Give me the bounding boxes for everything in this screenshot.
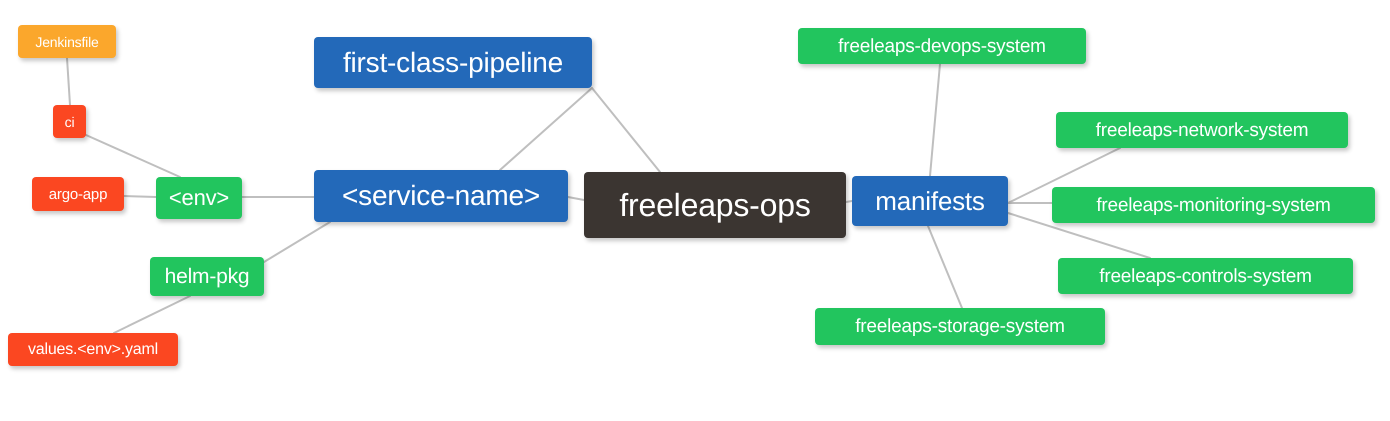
node-helm-pkg[interactable]: helm-pkg: [150, 257, 264, 296]
node-freeleaps-network-system[interactable]: freeleaps-network-system: [1056, 112, 1348, 148]
node-freeleaps-devops-system[interactable]: freeleaps-devops-system: [798, 28, 1086, 64]
edge-service-name-to-first-class-pipeline: [499, 87, 593, 171]
edge-manifests-to-freeleaps-devops-system: [929, 63, 941, 177]
node-argo-app[interactable]: argo-app: [32, 177, 124, 211]
node-freeleaps-monitoring-system[interactable]: freeleaps-monitoring-system: [1052, 187, 1375, 223]
edge-service-name-to-helm-pkg: [263, 221, 331, 263]
edge-helm-pkg-to-values-env-yaml: [113, 295, 191, 334]
edge-first-class-pipeline-to-freeleaps-ops: [591, 87, 661, 173]
node-freeleaps-controls-system[interactable]: freeleaps-controls-system: [1058, 258, 1353, 294]
node-manifests[interactable]: manifests: [852, 176, 1008, 226]
node-freeleaps-storage-system[interactable]: freeleaps-storage-system: [815, 308, 1105, 345]
edge-jenkinsfile-to-ci: [66, 57, 71, 106]
edge-argo-app-to-env: [123, 195, 157, 198]
node-values-env-yaml[interactable]: values.<env>.yaml: [8, 333, 178, 366]
edge-service-name-to-freeleaps-ops: [567, 196, 585, 201]
edge-manifests-to-freeleaps-storage-system: [927, 225, 963, 309]
node-freeleaps-ops[interactable]: freeleaps-ops: [584, 172, 846, 238]
node-env[interactable]: <env>: [156, 177, 242, 219]
node-jenkinsfile[interactable]: Jenkinsfile: [18, 25, 116, 58]
node-ci[interactable]: ci: [53, 105, 86, 138]
edge-ci-to-env: [85, 134, 181, 178]
node-service-name[interactable]: <service-name>: [314, 170, 568, 222]
node-first-class-pipeline[interactable]: first-class-pipeline: [314, 37, 592, 88]
